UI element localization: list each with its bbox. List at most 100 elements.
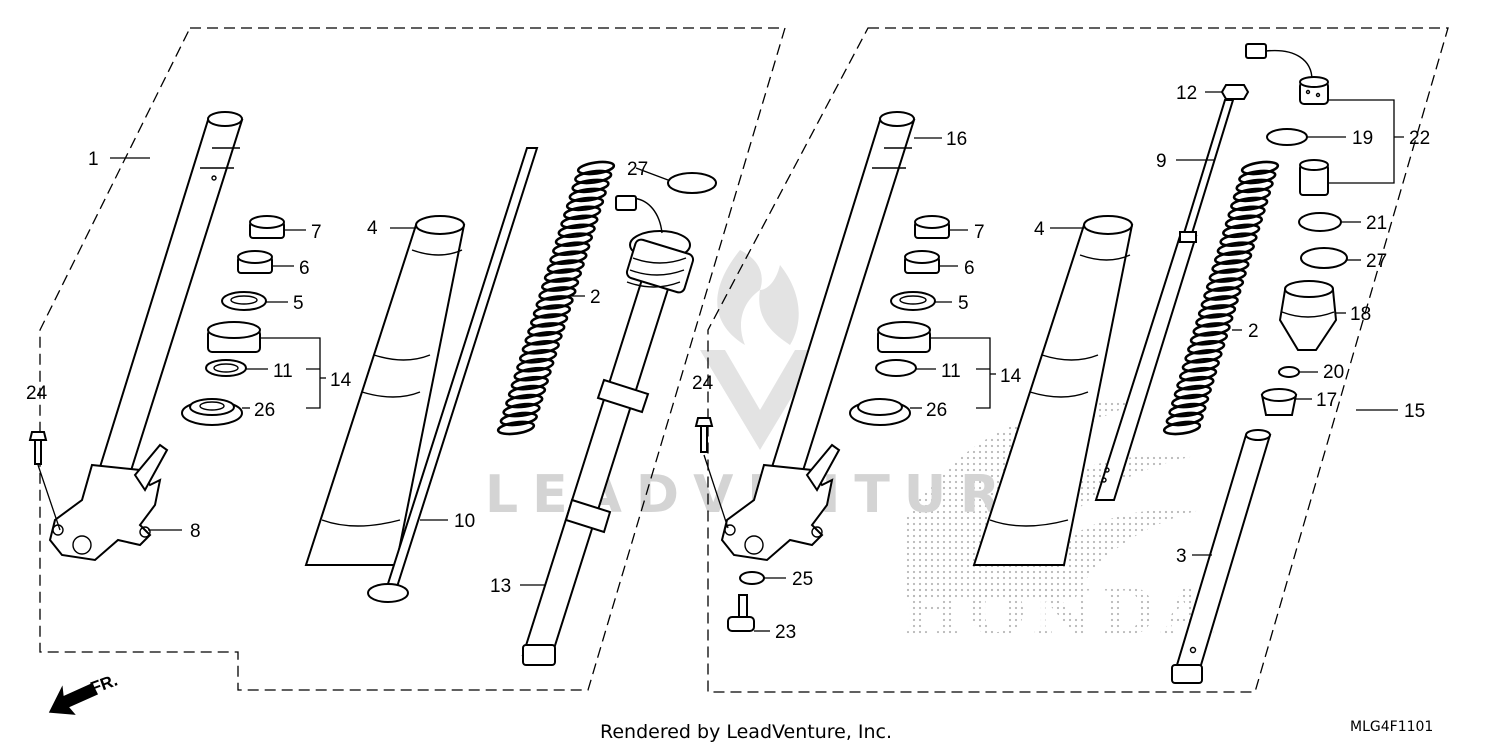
front-direction-arrow-icon: FR. [48,671,120,715]
callout-20: 20 [1323,362,1344,383]
spring-coil [1173,384,1212,400]
spring-coil [1184,349,1223,364]
spring-coil [499,411,538,427]
spring-coil [1178,366,1218,382]
o-ring-part-27 [667,172,717,194]
spring-coil [1235,178,1274,194]
callout-14-r: 14 [1000,366,1022,387]
callout-6-r: 6 [964,258,975,279]
fork-spring-part-2 [496,160,616,436]
callout-22: 22 [1409,128,1430,149]
spring-coil [1192,322,1231,337]
callout-16: 16 [946,129,967,150]
spring-coil [565,196,605,212]
spring-coil [510,375,549,391]
callout-10: 10 [454,511,475,532]
spring-coil [549,250,588,265]
callout-27-r: 27 [1366,251,1387,272]
spring-coil [1208,268,1247,283]
spring-coil [1230,196,1269,212]
spring-coil [1165,411,1204,427]
spring-coil [505,393,544,409]
callout-26: 26 [254,400,275,421]
callout-23: 23 [775,622,796,643]
callout-8: 8 [190,521,201,542]
callout-24-r: 24 [692,373,714,394]
spring-coil [1168,402,1207,418]
damper-rod-part-9 [1094,99,1235,501]
callout-7-r: 7 [974,222,985,243]
right-assembly [694,43,1348,684]
callout-1: 1 [88,149,99,170]
callout-9: 9 [1156,151,1167,172]
ring-part-20 [1278,366,1300,378]
left-assembly-frame [39,27,786,691]
o-ring-part-21 [1298,212,1342,232]
spring-coil [532,304,572,319]
axle-bracket-part-8 [48,443,169,562]
spring-coil [1170,393,1210,409]
spring-coil [518,349,558,364]
damper-rod-part-10 [367,147,539,603]
spring-coil [1216,241,1255,256]
right-assembly-frame [707,27,1449,693]
spring-coil [1176,375,1215,391]
spring-coil [557,223,596,239]
spring-coil [1238,169,1277,185]
spring-coil [563,205,602,221]
callout-11-r: 11 [941,361,961,382]
spring-coil [535,295,574,310]
washer-part-25 [739,571,765,585]
leader-lines-right [754,91,1404,632]
callout-18: 18 [1350,304,1371,325]
diagram-code: MLG4F1101 [1350,719,1433,735]
callout-5-r: 5 [958,293,969,314]
spring-coil [1162,420,1202,436]
bolt-part-24 [28,431,48,465]
spring-coil [1205,277,1245,292]
o-ring-part-27-right [1300,247,1348,269]
callout-15: 15 [1404,401,1425,422]
callout-7: 7 [311,222,322,243]
valve-part-18 [1278,280,1338,351]
callout-4: 4 [367,218,378,239]
callouts-right: 16 12 9 19 22 21 27 4 7 6 5 2 18 11 14 2… [692,83,1430,643]
outer-tube-part-4 [304,215,466,566]
callout-4-r: 4 [1034,219,1045,240]
callout-6: 6 [299,258,310,279]
spring-coil [516,357,555,373]
leader-lines-left [110,157,669,586]
cap-assembly-part-22 [1245,43,1348,269]
spring-coil [507,384,547,400]
spring-coil [540,277,580,292]
seal-stack-left [181,215,285,426]
honda-watermark-text: HONDA [900,573,1219,651]
outer-tube-part-4-right [972,215,1134,566]
callout-21: 21 [1366,213,1387,234]
spring-coil [1227,205,1266,221]
callout-2-r: 2 [1248,321,1259,342]
left-assembly [28,111,717,666]
spring-coil [524,331,563,346]
spring-coil [513,366,552,382]
callout-5: 5 [293,293,304,314]
spring-coil [568,187,607,203]
bolt-part-23 [727,594,755,632]
spring-coil [1203,286,1242,301]
callout-13: 13 [490,576,511,597]
spring-coil [527,322,566,337]
leadventure-flame-watermark [700,250,820,450]
spring-coil [1181,357,1220,373]
spring-coil [554,232,594,247]
seal-stack-right [849,215,950,426]
tube-part-3 [1171,429,1272,684]
callout-17: 17 [1316,390,1337,411]
spring-coil [1195,313,1234,328]
callout-12: 12 [1176,83,1197,104]
callout-26-r: 26 [926,400,947,421]
front-direction-label: FR. [88,671,120,698]
callout-11: 11 [273,361,293,382]
callout-25: 25 [792,569,813,590]
spring-coil [543,268,583,283]
